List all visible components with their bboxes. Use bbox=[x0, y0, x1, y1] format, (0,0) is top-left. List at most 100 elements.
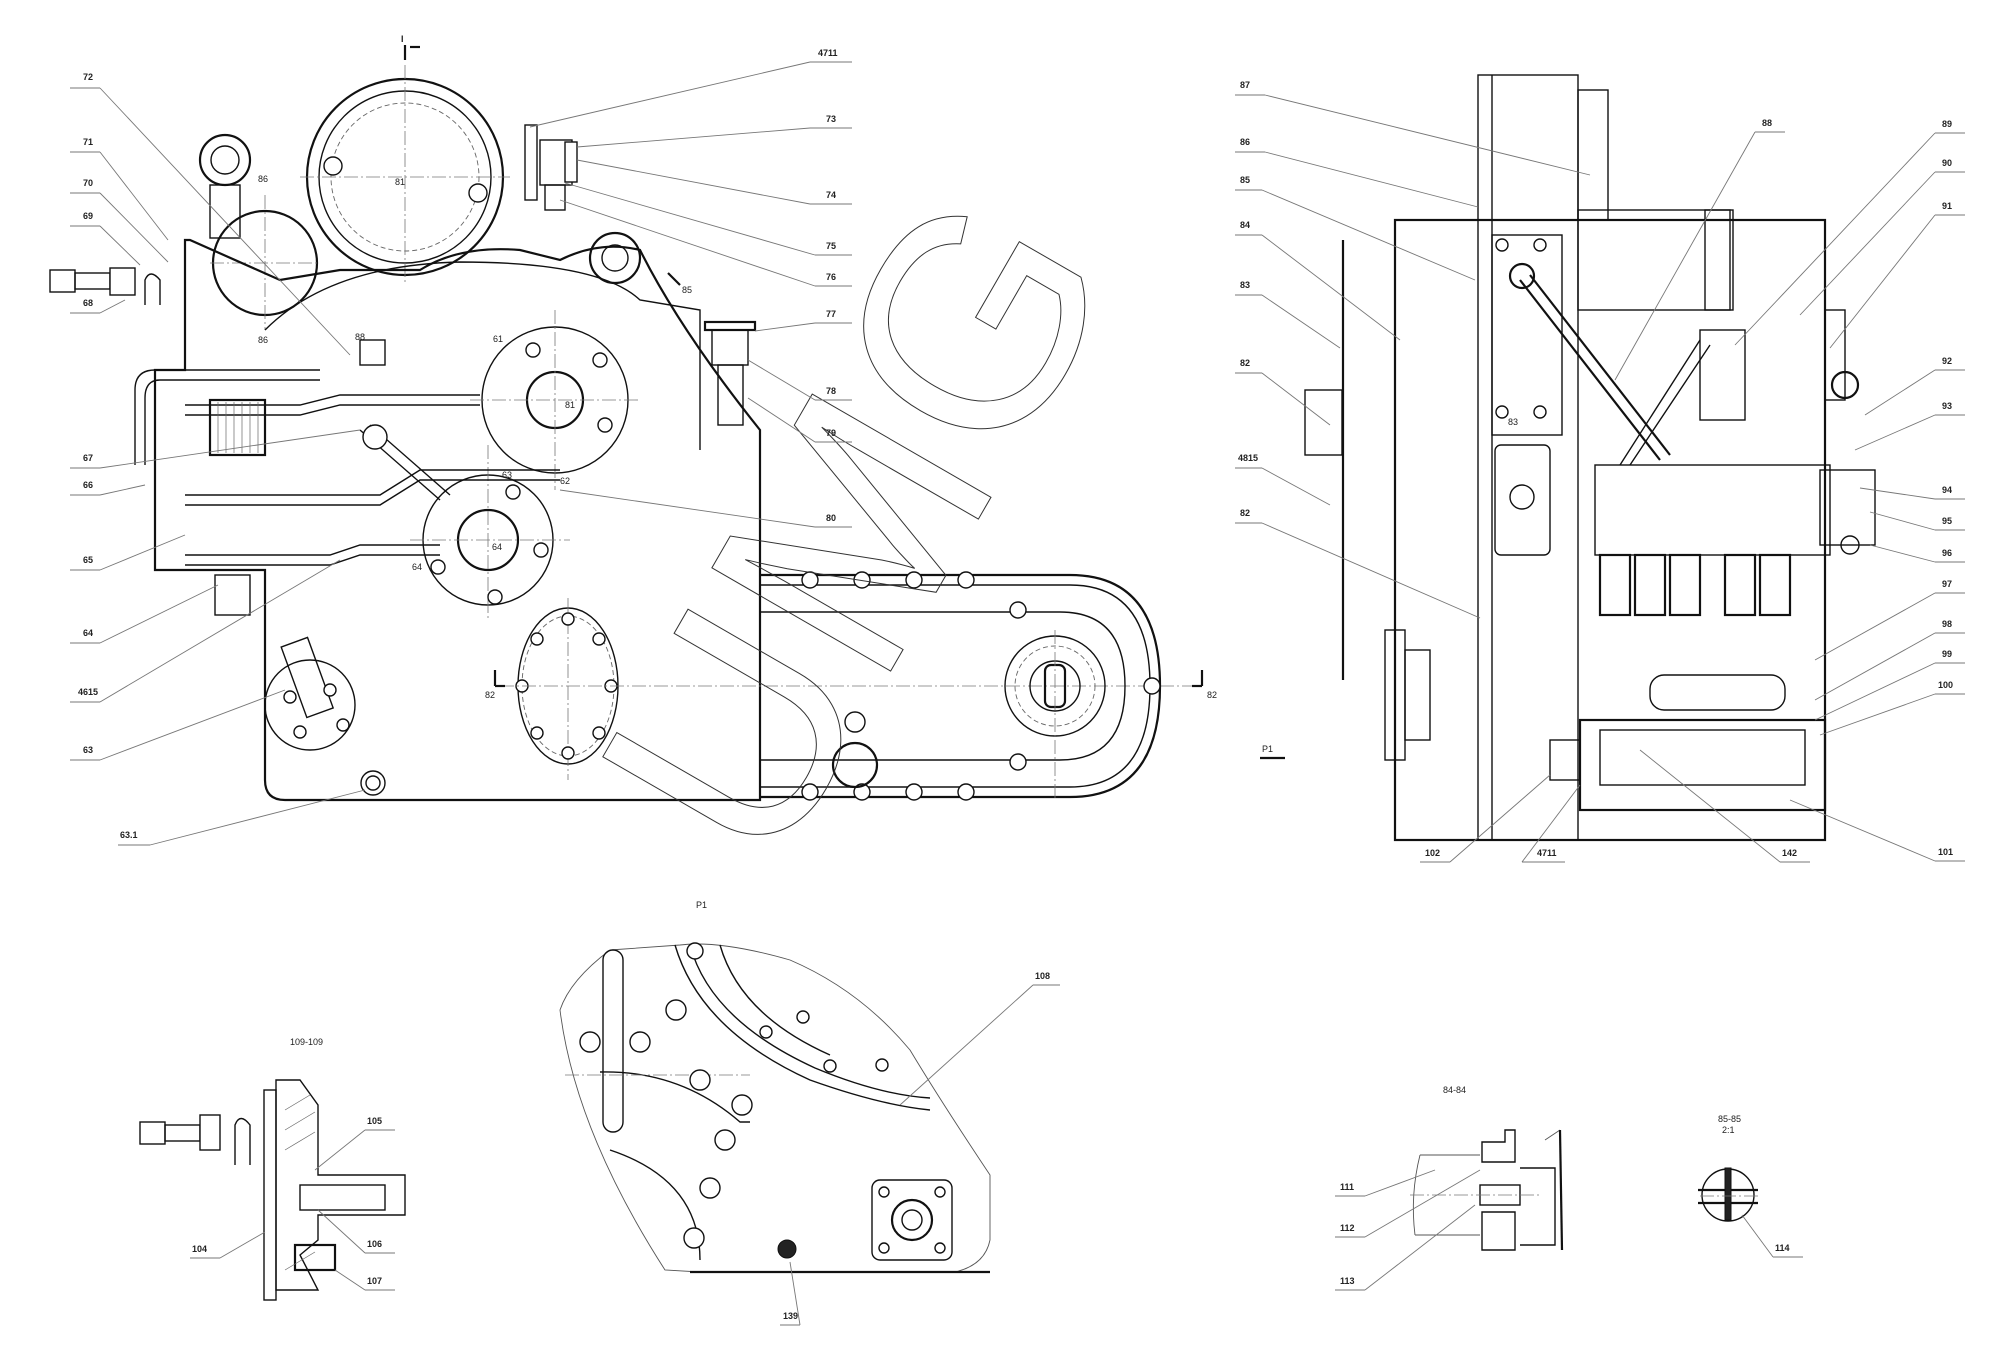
callout-79: 79 bbox=[747, 397, 852, 443]
svg-text:65: 65 bbox=[83, 555, 93, 565]
svg-text:68: 68 bbox=[83, 298, 93, 308]
oil-pipes: 88 61 62 63 bbox=[134, 332, 570, 566]
svg-text:4615: 4615 bbox=[78, 687, 98, 697]
main-housing bbox=[153, 238, 762, 802]
callout-75: 75 bbox=[564, 182, 852, 256]
detail-109-callouts: 105 104 106 107 bbox=[190, 1116, 395, 1291]
inline-label-63: 63 bbox=[502, 470, 512, 480]
svg-text:64: 64 bbox=[83, 628, 93, 638]
view-mark-p1: P1 bbox=[1262, 744, 1273, 754]
callout-83: 83 bbox=[1235, 280, 1341, 349]
callout-4815: 4815 bbox=[1235, 453, 1331, 506]
svg-text:111: 111 bbox=[1340, 1182, 1354, 1192]
callout-84: 84 bbox=[1235, 220, 1401, 341]
lifting-eye-left bbox=[198, 133, 252, 239]
detail-scale-85: 2:1 bbox=[1722, 1125, 1735, 1135]
callout-100: 100 bbox=[1819, 680, 1965, 736]
svg-text:107: 107 bbox=[367, 1276, 382, 1286]
svg-text:4711: 4711 bbox=[1537, 848, 1557, 858]
callout-69: 69 bbox=[70, 211, 141, 266]
svg-text:93: 93 bbox=[1942, 401, 1952, 411]
callout-108: 108 bbox=[899, 971, 1060, 1106]
svg-text:112: 112 bbox=[1340, 1223, 1355, 1233]
callout-63-1: 63.1 bbox=[118, 789, 366, 846]
svg-text:101: 101 bbox=[1938, 847, 1953, 857]
breather-fitting bbox=[49, 267, 161, 305]
callout-105: 105 bbox=[314, 1116, 395, 1171]
svg-text:142: 142 bbox=[1782, 848, 1797, 858]
svg-text:98: 98 bbox=[1942, 619, 1952, 629]
svg-text:92: 92 bbox=[1942, 356, 1952, 366]
callout-64: 64 bbox=[70, 584, 219, 644]
callout-87: 87 bbox=[1235, 80, 1591, 176]
svg-text:76: 76 bbox=[826, 272, 836, 282]
section-mark-82-right: 82 bbox=[1207, 690, 1217, 700]
callout-92: 92 bbox=[1864, 356, 1965, 416]
main-front-view: I 81 86 86 bbox=[49, 34, 1217, 802]
svg-text:84: 84 bbox=[1240, 220, 1250, 230]
side-view: 83 bbox=[1304, 74, 1876, 842]
inline-label-88: 88 bbox=[355, 332, 365, 342]
detail-view-p1: P1 bbox=[559, 900, 991, 1274]
svg-text:94: 94 bbox=[1942, 485, 1952, 495]
svg-text:139: 139 bbox=[783, 1311, 798, 1321]
callout-111: 111 bbox=[1335, 1169, 1436, 1197]
callout-96: 96 bbox=[1869, 544, 1965, 563]
svg-text:95: 95 bbox=[1942, 516, 1952, 526]
callout-102: 102 bbox=[1420, 774, 1551, 863]
svg-text:102: 102 bbox=[1425, 848, 1440, 858]
inline-label-81-top: 81 bbox=[395, 177, 405, 187]
svg-text:83: 83 bbox=[1240, 280, 1250, 290]
section-mark-top: I bbox=[401, 34, 404, 44]
svg-text:4815: 4815 bbox=[1238, 453, 1258, 463]
svg-text:71: 71 bbox=[83, 137, 93, 147]
callout-4711: 4711 bbox=[529, 48, 852, 128]
callout-85: 85 bbox=[1235, 175, 1476, 281]
section-line-82: 82 82 bbox=[485, 670, 1217, 700]
svg-text:106: 106 bbox=[367, 1239, 382, 1249]
svg-text:79: 79 bbox=[826, 428, 836, 438]
detail-85-callouts: 114 bbox=[1741, 1214, 1803, 1258]
callout-95: 95 bbox=[1869, 511, 1965, 531]
svg-text:80: 80 bbox=[826, 513, 836, 523]
svg-text:99: 99 bbox=[1942, 649, 1952, 659]
inline-label-64: 64 bbox=[492, 542, 502, 552]
detail-section-85: 85-85 2:1 bbox=[1698, 1114, 1760, 1222]
callout-91: 91 bbox=[1829, 201, 1965, 349]
solenoid-valves bbox=[1598, 553, 1792, 617]
callout-65: 65 bbox=[70, 534, 186, 571]
section-mark-86-bottom: 86 bbox=[258, 335, 268, 345]
svg-text:88: 88 bbox=[1762, 118, 1772, 128]
detail-title-85: 85-85 bbox=[1718, 1114, 1741, 1124]
svg-text:96: 96 bbox=[1942, 548, 1952, 558]
section-mark-82-left: 82 bbox=[485, 690, 495, 700]
filler-cap-circle: 86 86 bbox=[210, 174, 320, 345]
callout-73: 73 bbox=[576, 114, 852, 148]
svg-text:66: 66 bbox=[83, 480, 93, 490]
callout-82a: 82 bbox=[1235, 358, 1331, 426]
svg-text:90: 90 bbox=[1942, 158, 1952, 168]
callout-70: 70 bbox=[70, 178, 169, 263]
center-cover bbox=[515, 598, 619, 780]
svg-text:4711: 4711 bbox=[818, 48, 838, 58]
svg-text:108: 108 bbox=[1035, 971, 1050, 981]
side-left-callouts: 87 86 85 84 83 82 4815 82 P1 bbox=[1235, 80, 1591, 760]
callout-4711b: 4711 bbox=[1521, 784, 1581, 863]
callout-106: 106 bbox=[317, 1209, 395, 1254]
callout-107: 107 bbox=[334, 1269, 395, 1291]
callout-67: 67 bbox=[70, 429, 361, 469]
svg-text:86: 86 bbox=[1240, 137, 1250, 147]
inline-label-62: 62 bbox=[560, 476, 570, 486]
left-callouts: 72 71 70 69 68 67 66 65 64 4615 63 63.1 bbox=[70, 72, 366, 846]
svg-text:63.1: 63.1 bbox=[120, 830, 138, 840]
lifting-eye-right bbox=[588, 231, 642, 285]
callout-4615: 4615 bbox=[70, 559, 341, 703]
callout-93: 93 bbox=[1854, 401, 1965, 451]
callout-90: 90 bbox=[1799, 158, 1965, 316]
callout-139: 139 bbox=[780, 1261, 801, 1326]
svg-text:97: 97 bbox=[1942, 579, 1952, 589]
svg-text:78: 78 bbox=[826, 386, 836, 396]
svg-text:100: 100 bbox=[1938, 680, 1953, 690]
detail-section-109: 109-109 bbox=[139, 1037, 406, 1301]
